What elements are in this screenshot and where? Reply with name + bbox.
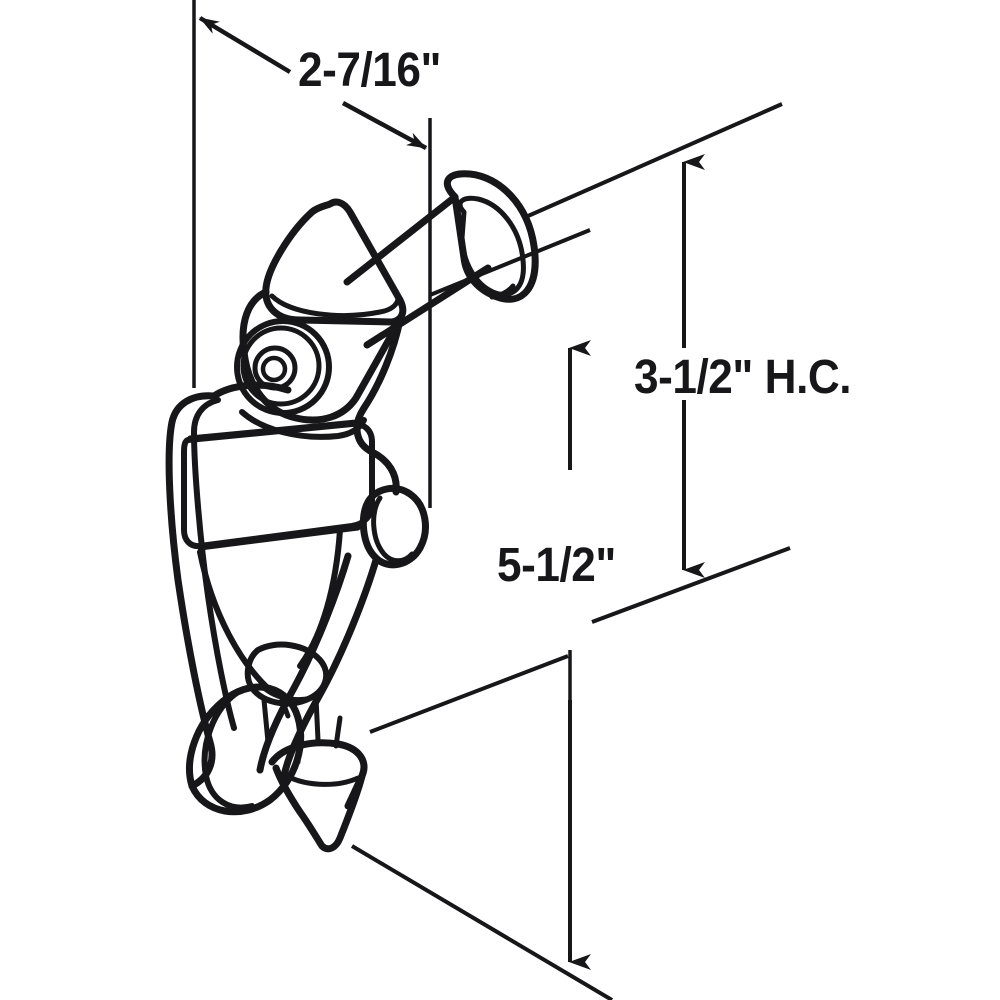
hub-circle-outer [234,318,332,416]
linking-arm [256,552,380,780]
roller-cylinder [343,170,539,349]
body-left-inner [191,397,237,731]
panel-face [181,420,375,550]
dimension-label-width: 2-7/16" [298,44,441,97]
hub-circle-core [260,355,288,383]
lower-knob-face [201,689,255,811]
neck-top-contour [239,409,367,440]
lower-cone-outline [272,764,366,853]
upper-cone-outline [262,198,407,326]
body-panel [181,419,375,551]
lower-cone-seam [281,771,361,787]
upper-cone-collar [269,293,401,318]
dimension-label-height-overall: 5-1/2" [497,539,616,592]
dim-arrow-width-left [198,16,292,74]
taper-left [197,549,275,695]
body-top-ridge [210,381,292,400]
leader-line-hc-top [527,102,783,218]
body-left-edge [165,392,218,790]
hub-circle-mid [240,325,322,407]
lower-knob-edge [279,697,291,719]
leader-line-overall-bottom [369,654,569,734]
arm-outer-edge [280,556,380,780]
body-neck [239,316,404,496]
lower-cone-tip [268,715,368,853]
leader-line-overall-top [429,228,591,297]
body-outline [165,381,292,790]
roller-cylinder-underside [363,264,492,349]
hub-bearing [234,288,404,424]
leader-line-overall-base [350,844,614,1000]
lower-knob-outline [186,683,305,816]
panel-top-bevel [187,419,359,441]
side-knob-face [371,495,415,564]
side-knob-outline [359,484,429,569]
upper-cone-tip [262,198,407,326]
roller-flange-outer [443,170,539,303]
roller-hub-end [489,283,516,300]
dim-arrow-width-right [341,101,428,150]
panel-bottom-bevel [197,525,361,551]
dimension-arrows [198,16,705,970]
arm-inner-edge [256,552,352,774]
lower-cone-stem-right [333,715,343,749]
lower-knob [186,683,305,816]
leader-line-hc-bottom [591,546,791,624]
side-knob [359,484,429,569]
roller-cylinder-body [343,193,459,286]
lower-cone-stem-left [295,723,303,765]
neck-right-contour [353,316,404,496]
roller-flange-inner [457,195,526,297]
leader-lines [350,102,791,1000]
dimension-label-height-hc: 3-1/2" H.C. [634,351,852,404]
part-illustration [165,170,539,853]
